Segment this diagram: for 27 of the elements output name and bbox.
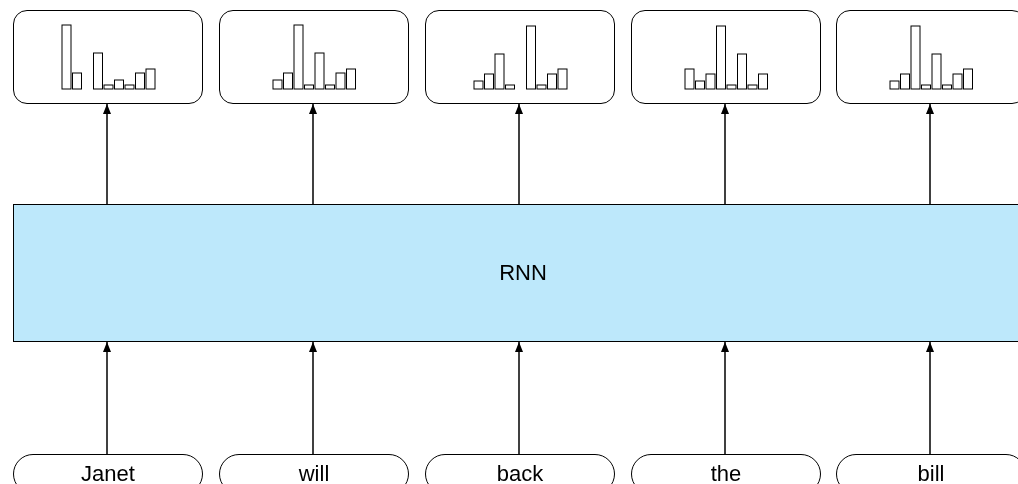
arrow: [926, 103, 934, 205]
arrow: [515, 341, 523, 455]
word-label: bill: [917, 461, 945, 484]
arrow: [309, 341, 317, 455]
arrow: [926, 341, 934, 455]
output-box: [219, 10, 409, 104]
word-token-box: [219, 454, 409, 484]
arrow: [103, 341, 111, 455]
word-label: the: [710, 461, 742, 484]
word-label: back: [496, 461, 544, 484]
arrow: [721, 103, 729, 205]
layer-label: RNN: [499, 260, 547, 286]
word-label: will: [298, 461, 330, 484]
arrow: [721, 341, 729, 455]
output-box: [631, 10, 821, 104]
output-box: [425, 10, 615, 104]
arrow: [103, 103, 111, 205]
word-label: Janet: [81, 461, 135, 484]
output-box: [13, 10, 203, 104]
word-token-box: [836, 454, 1018, 484]
output-box: [836, 10, 1018, 104]
word-token-box: [13, 454, 203, 484]
word-token-box: [631, 454, 821, 484]
word-token-box: [425, 454, 615, 484]
arrow: [309, 103, 317, 205]
arrow: [515, 103, 523, 205]
rnn-layer-box: [13, 204, 1018, 342]
